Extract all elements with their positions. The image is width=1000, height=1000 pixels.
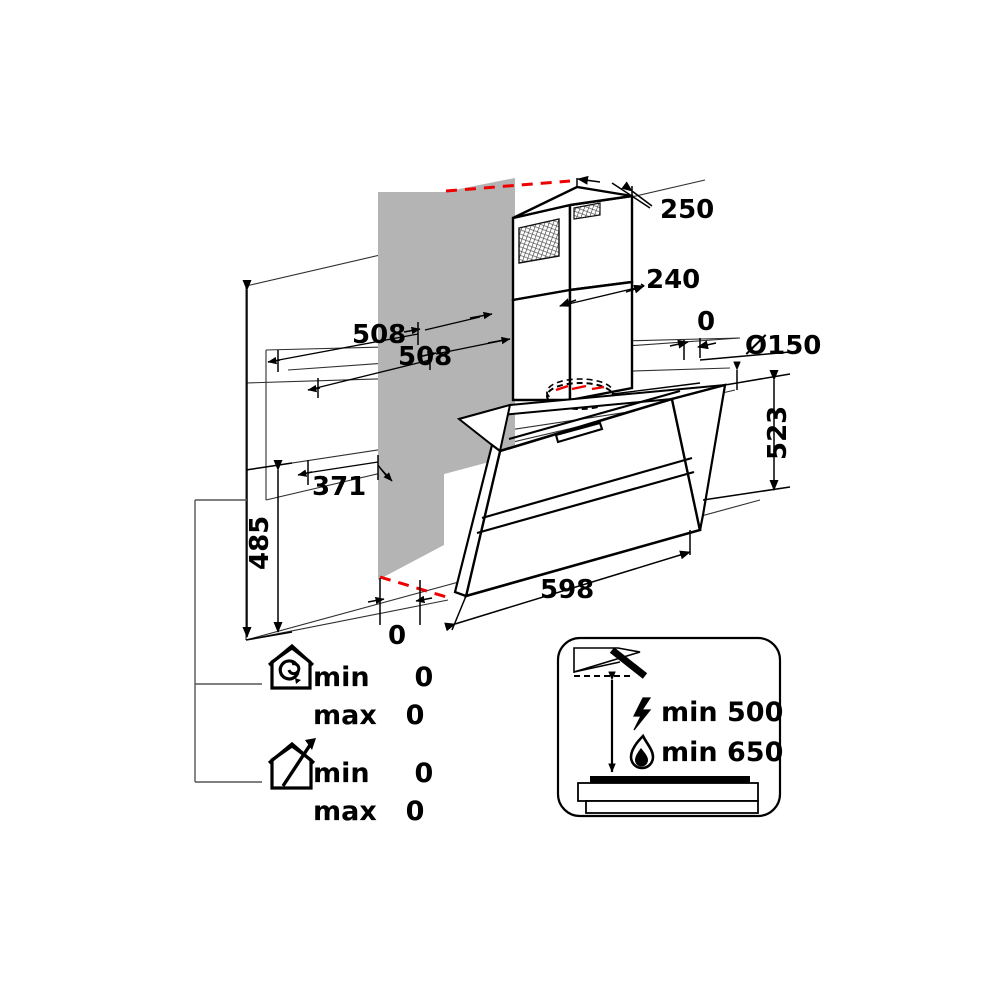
dimension-523 xyxy=(702,370,791,501)
legend-row-1-max: max 0 xyxy=(313,796,424,827)
hood-front-trim xyxy=(476,389,695,535)
dimension-label-371: 371 xyxy=(312,472,366,502)
dimension-label-250: 250 xyxy=(660,195,714,225)
dimension-label-0-right: 0 xyxy=(697,307,715,337)
dimension-label-598: 598 xyxy=(540,575,594,605)
chimney-vent-grille xyxy=(518,202,601,264)
dimension-label-240: 240 xyxy=(646,265,700,295)
dimension-598 xyxy=(444,530,691,632)
legend-leader-bracket xyxy=(194,499,262,783)
dimension-371 xyxy=(297,455,393,485)
flame-icon xyxy=(629,733,655,770)
dimension-240 xyxy=(559,283,645,312)
legend-row-1-min: min 0 xyxy=(313,758,433,789)
clearance-gas-label: min 650 xyxy=(661,737,784,768)
legend-row-0-min-label: min xyxy=(313,662,370,693)
dimension-508-lower xyxy=(307,336,511,398)
legend-row-0-max: max 0 xyxy=(313,700,424,731)
dimension-label-523: 523 xyxy=(763,406,793,460)
clearance-diagram-box xyxy=(556,636,782,818)
wall-edge-highlight xyxy=(379,179,571,600)
hood-body xyxy=(453,383,727,598)
wall-panel xyxy=(378,178,515,580)
dimension-label-0-bottom: 0 xyxy=(388,621,406,651)
lightning-bolt-icon xyxy=(633,697,652,731)
legend-row-0-min: min 0 xyxy=(313,662,433,693)
legend-row-1-min-value: 0 xyxy=(414,758,434,789)
legend-row-1-max-value: 0 xyxy=(405,796,425,827)
legend-row-0-max-label: max xyxy=(313,700,377,731)
control-slot xyxy=(554,421,604,444)
dimension-label-508-lower: 508 xyxy=(398,342,452,372)
legend-row-0-max-value: 0 xyxy=(405,700,425,731)
dimension-label-508-upper: 508 xyxy=(352,320,406,350)
dimension-250 xyxy=(576,175,653,209)
dimension-diameter-150 xyxy=(612,351,791,395)
legend-row-0-min-value: 0 xyxy=(414,662,434,693)
dimension-485 xyxy=(245,460,293,641)
dimension-label-diameter-150: Ø150 xyxy=(745,331,821,361)
extraction-house-icon xyxy=(267,738,316,790)
recirculation-house-icon xyxy=(267,643,315,690)
dimension-0-bottom xyxy=(367,578,433,625)
clearance-electric-label: min 500 xyxy=(661,697,784,728)
dimension-0-right xyxy=(669,338,717,360)
dimension-508-upper xyxy=(267,311,493,372)
legend-row-1-max-label: max xyxy=(313,796,377,827)
legend-row-1-min-label: min xyxy=(313,758,370,789)
dimension-label-485: 485 xyxy=(245,516,275,570)
